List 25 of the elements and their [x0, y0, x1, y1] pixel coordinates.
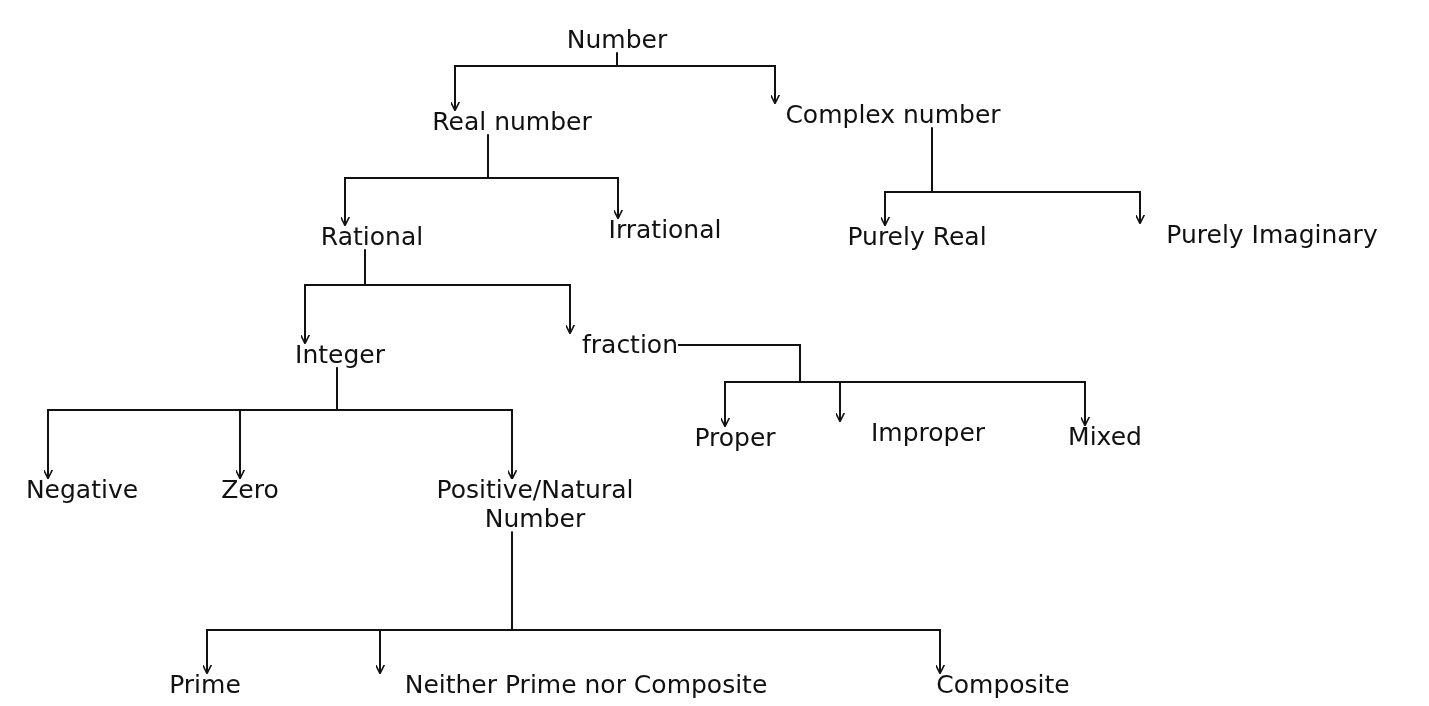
- arrow: [511, 530, 946, 675]
- node-label: Rational: [320, 222, 424, 252]
- node-label: Prime: [169, 670, 241, 700]
- node-label: Negative: [25, 475, 139, 505]
- node-label: fraction: [582, 330, 678, 360]
- node-label: Positive/Natural Number: [400, 476, 670, 534]
- node-label: Purely Imaginary: [1166, 220, 1378, 250]
- node-label: Neither Prime nor Composite: [404, 670, 768, 700]
- arrow: [487, 133, 624, 220]
- arrow: [677, 344, 1091, 427]
- node-label: Complex number: [785, 100, 1001, 130]
- node-label: Irrational: [608, 215, 722, 245]
- arrow: [336, 366, 518, 480]
- node-label: Integer: [295, 340, 385, 370]
- node-label: Mixed: [1068, 422, 1142, 452]
- node-label: Composite: [936, 670, 1070, 700]
- arrow: [616, 51, 781, 105]
- node-label: Zero: [221, 475, 279, 505]
- node-label: Real number: [432, 107, 592, 137]
- node-label: Proper: [694, 423, 776, 453]
- node-label: Purely Real: [847, 222, 987, 252]
- arrow: [931, 126, 1146, 225]
- arrow: [364, 248, 576, 335]
- node-label: Improper: [870, 418, 986, 448]
- node-label: Number: [566, 25, 668, 55]
